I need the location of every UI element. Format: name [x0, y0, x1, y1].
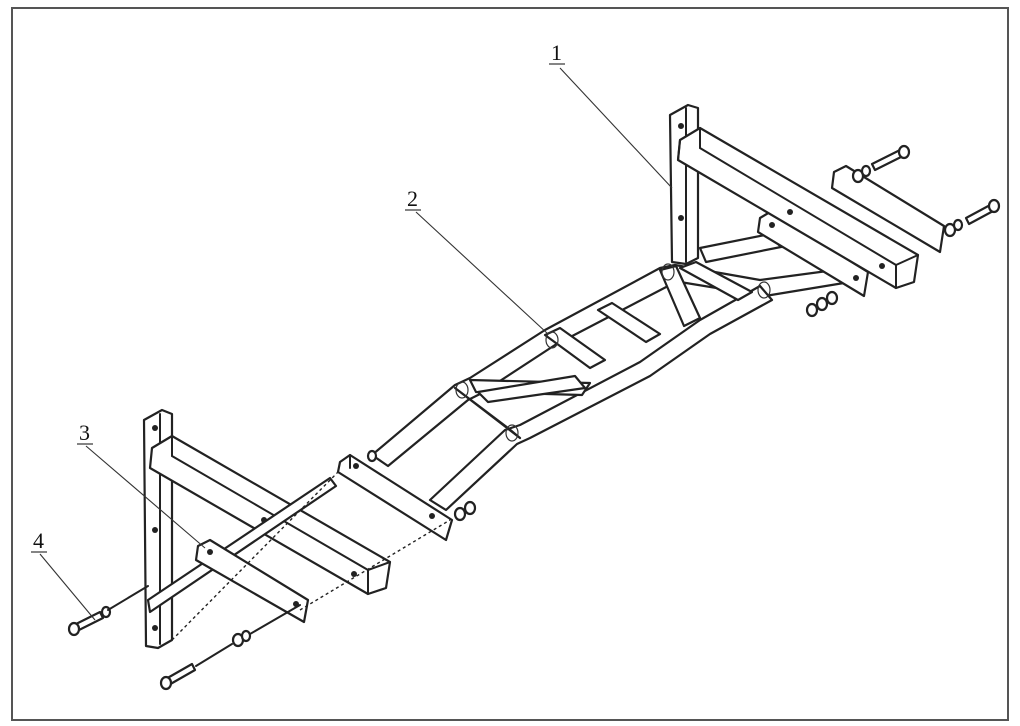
leader-line-1 [559, 67, 673, 189]
bolt-left-top [67, 585, 149, 637]
callout-3: 3 [79, 420, 90, 445]
callout-4: 4 [33, 528, 44, 553]
bolt-right-bottom [943, 198, 1001, 238]
callout-2: 2 [407, 186, 418, 211]
pullup-bar-assembly [370, 229, 852, 512]
bar-mount-plate-left [336, 449, 477, 542]
bolt-left-bottom [159, 604, 301, 691]
wall-bracket-left [142, 408, 451, 650]
drawing-frame [11, 7, 1009, 721]
wall-bracket-right [668, 103, 1001, 290]
bolt-right-top [851, 144, 911, 184]
leader-line-3 [85, 445, 206, 549]
callout-1: 1 [551, 40, 562, 65]
leader-line-4 [39, 553, 96, 621]
leader-line-2 [415, 211, 549, 335]
